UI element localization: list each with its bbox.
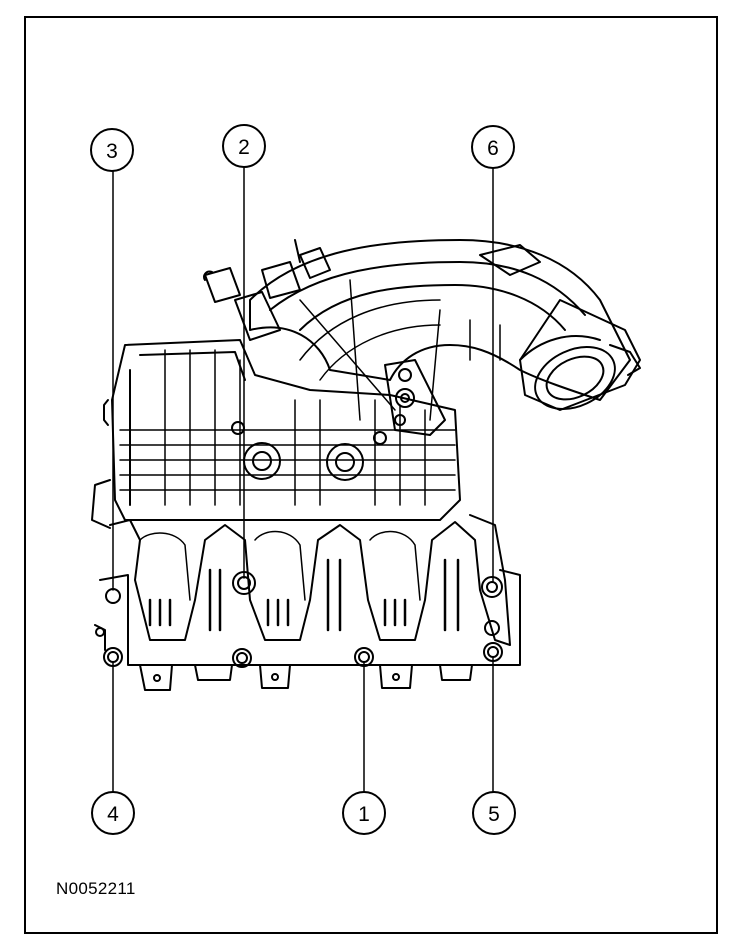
elbow-ribs	[299, 279, 501, 421]
callout-6: 6	[471, 125, 515, 169]
callout-5-label: 5	[488, 803, 500, 826]
callout-4-label: 4	[107, 803, 119, 826]
callout-1-label: 1	[358, 803, 370, 826]
vacuum-port	[202, 239, 331, 341]
callout-1: 1	[342, 791, 386, 835]
callout-2-label: 2	[238, 136, 250, 159]
callout-5: 5	[472, 791, 516, 835]
throttle-body-flange	[479, 244, 641, 411]
figure-frame	[24, 16, 718, 934]
callout-3-label: 3	[106, 140, 118, 163]
callout-2: 2	[222, 124, 266, 168]
callout-6-label: 6	[487, 137, 499, 160]
plenum-body	[91, 339, 461, 529]
intake-elbow	[249, 239, 631, 401]
callout-3: 3	[90, 128, 134, 172]
callout-4: 4	[91, 791, 135, 835]
mounting-bracket	[384, 359, 446, 436]
manifold-runners	[94, 514, 521, 691]
figure-reference-code: N0052211	[56, 879, 136, 898]
leader-lines	[112, 167, 494, 793]
